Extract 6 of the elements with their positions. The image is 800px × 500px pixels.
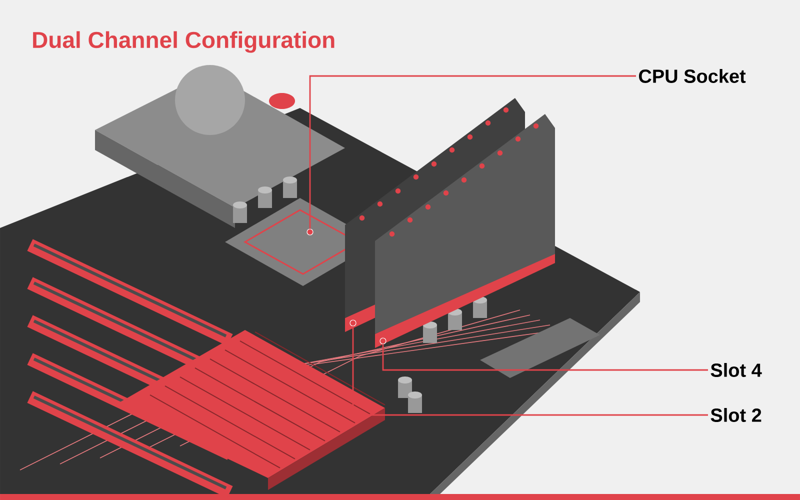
- callout-label: Slot 2: [710, 408, 762, 422]
- callout-label: Slot 4: [710, 363, 762, 377]
- callout-label: CPU Socket: [638, 69, 746, 83]
- title: Dual Channel Configuration: [33, 31, 334, 53]
- leader-line: [382, 344, 708, 371]
- leader-line: [309, 75, 636, 229]
